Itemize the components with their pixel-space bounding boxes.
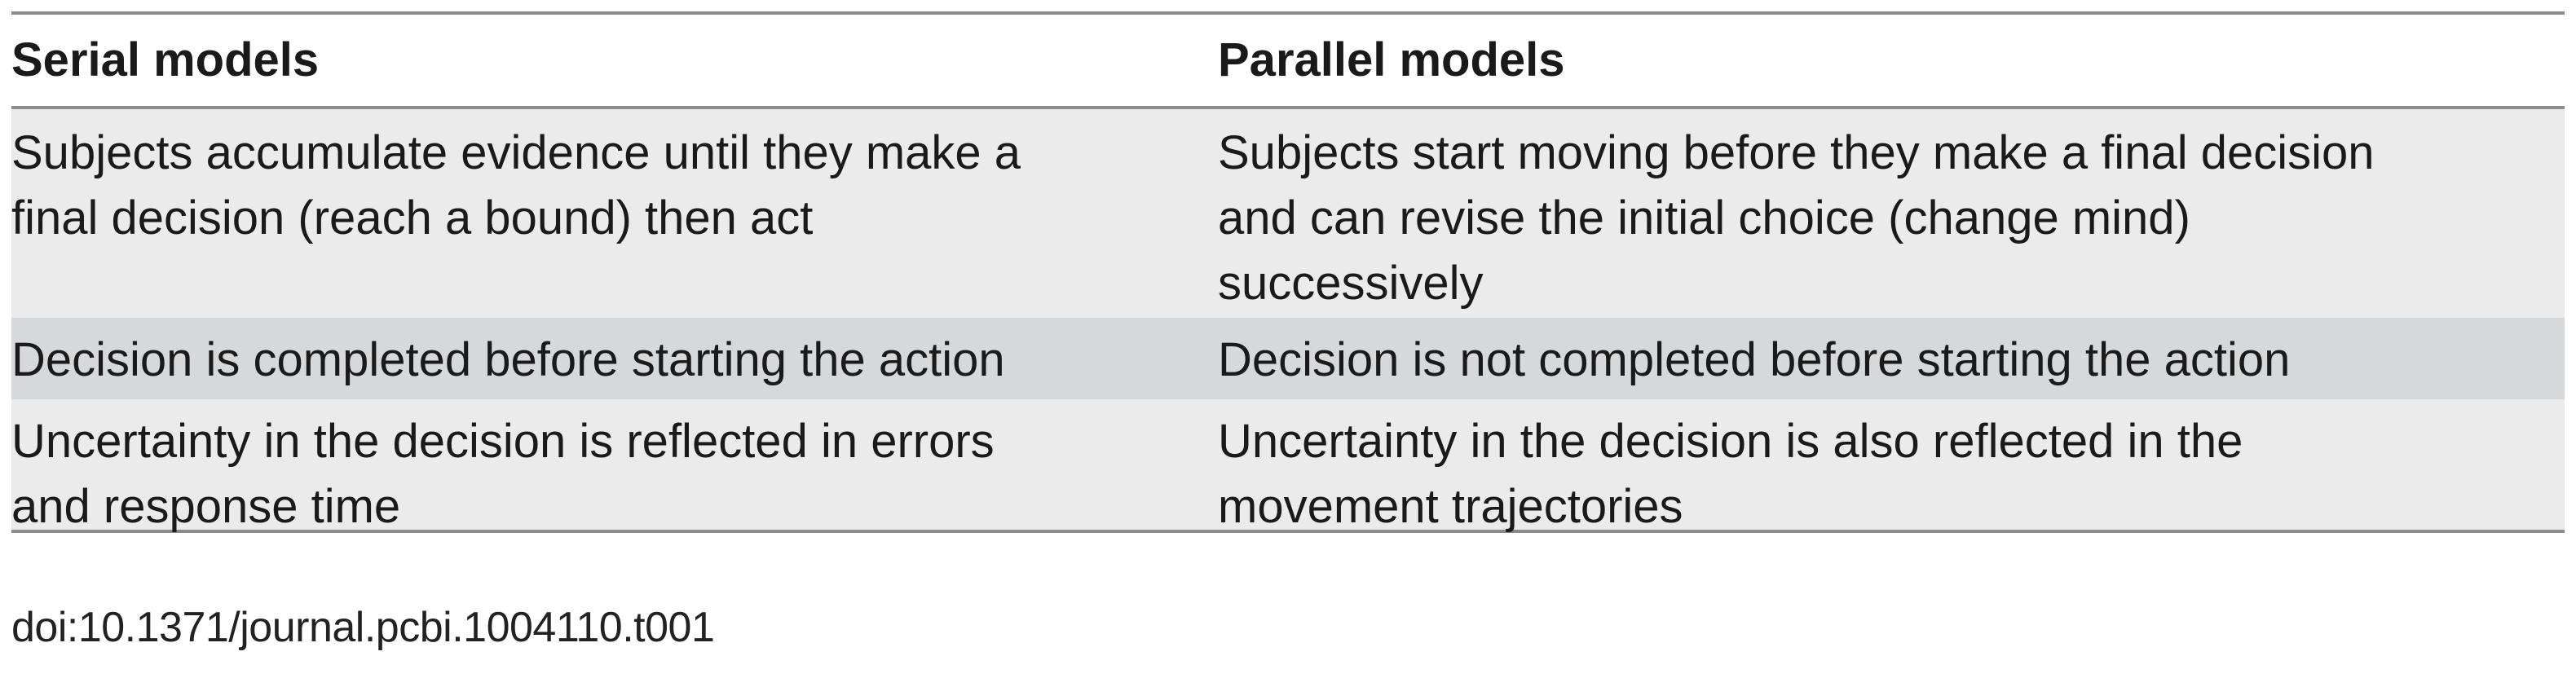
table-cell-parallel: Uncertainty in the decision is also refl… bbox=[1218, 415, 2243, 533]
table-cell-parallel: Decision is not completed before startin… bbox=[1218, 333, 2291, 386]
table-header-row: Serial models Parallel models bbox=[11, 15, 2565, 106]
table-cell-serial: Subjects accumulate evidence until they … bbox=[11, 126, 1021, 244]
doi-caption: doi:10.1371/journal.pcbi.1004110.t001 bbox=[11, 604, 715, 651]
comparison-table: Serial models Parallel models Subjects a… bbox=[11, 11, 2565, 533]
header-parallel-models: Parallel models bbox=[1218, 33, 1565, 86]
table-header-rule bbox=[11, 106, 2565, 109]
table-cell-serial: Uncertainty in the decision is reflected… bbox=[11, 415, 995, 533]
table-row: Decision is completed before starting th… bbox=[11, 318, 2565, 399]
header-serial-models: Serial models bbox=[11, 33, 320, 86]
table-cell-parallel: Subjects start moving before they make a… bbox=[1218, 126, 2375, 310]
table-row: Subjects accumulate evidence until they … bbox=[11, 109, 2565, 318]
table-cell-serial: Decision is completed before starting th… bbox=[11, 333, 1005, 386]
table-row: Uncertainty in the decision is reflected… bbox=[11, 399, 2565, 533]
table-bottom-rule bbox=[11, 530, 2565, 533]
table-top-rule bbox=[11, 11, 2565, 15]
